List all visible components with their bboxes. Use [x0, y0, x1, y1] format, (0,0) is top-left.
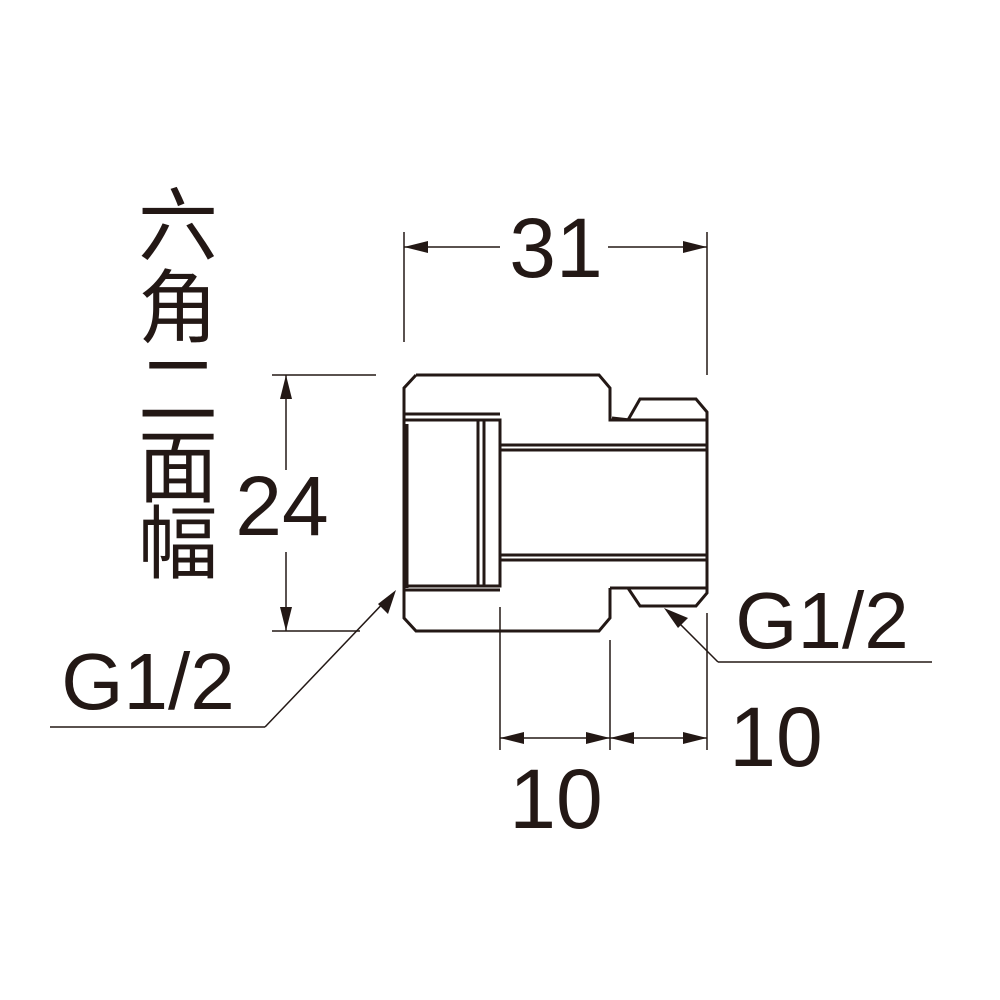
- collar-band: [476, 418, 502, 588]
- dimension-overall-length: 31: [403, 201, 708, 375]
- arrow-right-10-start: [610, 732, 634, 744]
- fitting-body: [402, 373, 709, 633]
- hex-width-label-char-2: 角: [138, 262, 218, 355]
- thread-left-label: G1/2: [61, 637, 234, 726]
- hex-width-label-char-3: 二: [138, 344, 218, 437]
- arrow-left-10-end: [586, 732, 610, 744]
- dimension-left-section: 10: [499, 607, 611, 846]
- arrow-right-10-end: [683, 732, 707, 744]
- leader-arrow-left: [378, 590, 396, 614]
- hex-width-value: 24: [235, 459, 328, 553]
- leader-arrow-right: [664, 608, 688, 628]
- dimension-hex-width: 24: [235, 374, 376, 632]
- thread-right-label: G1/2: [735, 576, 908, 665]
- leader-thread-right: G1/2: [664, 576, 932, 665]
- left-section-value: 10: [509, 752, 602, 846]
- step-upper: [610, 397, 709, 608]
- hex-width-label-char-5: 幅: [138, 498, 218, 591]
- overall-length-value: 31: [509, 201, 602, 295]
- hex-width-label-char-1: 六: [138, 180, 218, 273]
- right-section-value: 10: [729, 690, 822, 784]
- arrow-left-10-start: [500, 732, 524, 744]
- arrow-31-right: [683, 241, 707, 253]
- hex-width-label-char-4: 面: [138, 422, 218, 515]
- dimension-right-section: 10: [610, 613, 823, 784]
- arrow-24-top: [280, 375, 292, 399]
- arrow-31-left: [404, 241, 428, 253]
- leader-thread-left: G1/2: [50, 590, 396, 728]
- arrow-24-bottom: [280, 607, 292, 631]
- hex-width-label: 六 角 二 面 幅: [138, 180, 218, 591]
- leader-line-left-diagonal: [264, 595, 391, 728]
